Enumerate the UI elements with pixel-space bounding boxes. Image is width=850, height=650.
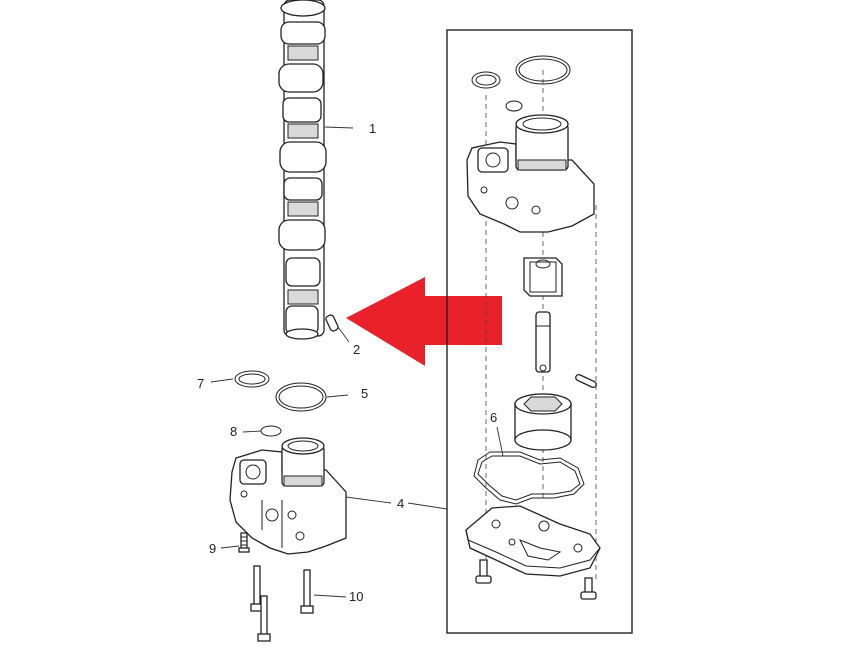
o-ring-5 (275, 382, 327, 412)
callout-6: 6 (490, 410, 497, 425)
o-ring-7 (234, 370, 270, 388)
callout-1: 1 (369, 121, 376, 136)
callout-labels: 1 2 4 5 6 7 8 9 10 (197, 121, 497, 604)
callout-10: 10 (349, 589, 363, 604)
oil-pump-housing (229, 437, 347, 555)
callout-5: 5 (361, 386, 368, 401)
callout-4: 4 (397, 496, 404, 511)
exploded-view-box (446, 29, 633, 634)
camshaft (278, 0, 327, 340)
callout-2: 2 (353, 342, 360, 357)
o-ring-8 (260, 425, 282, 437)
bolts-10 (250, 565, 314, 642)
callout-7: 7 (197, 376, 204, 391)
camshaft-lobes (278, 0, 327, 340)
callout-8: 8 (230, 424, 237, 439)
callout-9: 9 (209, 541, 216, 556)
leader-lines (210, 126, 504, 598)
indicator-arrow (346, 277, 502, 366)
screw-9 (238, 532, 250, 553)
pin (325, 314, 339, 332)
